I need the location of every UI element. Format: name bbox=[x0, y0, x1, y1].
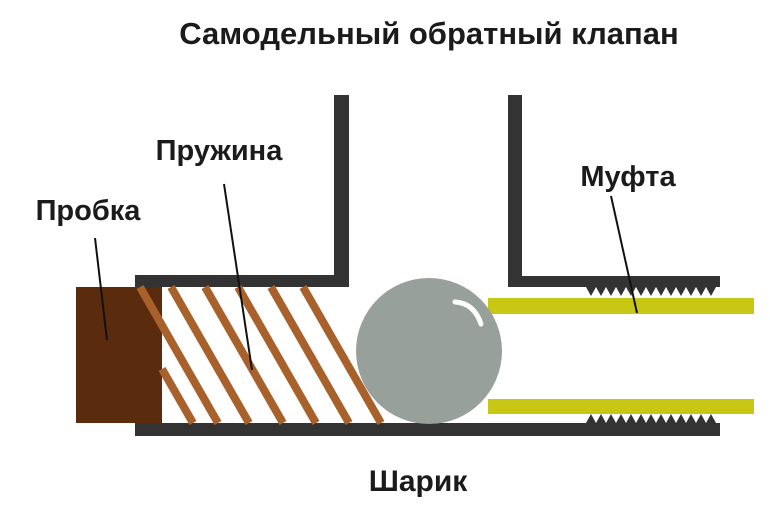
thread-tooth bbox=[706, 287, 716, 296]
thread-tooth bbox=[586, 414, 596, 423]
coupling-pipe-bottom bbox=[488, 399, 754, 414]
thread-tooth bbox=[676, 287, 686, 296]
spring-coil bbox=[136, 285, 222, 425]
coupling-label: Муфта bbox=[580, 161, 676, 193]
bottom-thread-teeth bbox=[586, 414, 716, 423]
thread-tooth bbox=[636, 414, 646, 423]
coupling-leader-line bbox=[610, 195, 638, 314]
thread-tooth bbox=[646, 287, 656, 296]
top-thread-teeth bbox=[586, 287, 716, 296]
thread-tooth bbox=[596, 287, 606, 296]
plug-leader-line bbox=[94, 237, 108, 341]
spring-label: Пружина bbox=[156, 135, 284, 167]
thread-tooth bbox=[696, 414, 706, 423]
thread-tooth bbox=[626, 287, 636, 296]
thread-tooth bbox=[686, 414, 696, 423]
thread-tooth bbox=[596, 414, 606, 423]
left-branch-wall bbox=[334, 95, 349, 287]
thread-tooth bbox=[606, 414, 616, 423]
thread-tooth bbox=[646, 414, 656, 423]
thread-tooth bbox=[616, 287, 626, 296]
thread-tooth bbox=[706, 414, 716, 423]
thread-tooth bbox=[696, 287, 706, 296]
thread-tooth bbox=[636, 287, 646, 296]
ball-highlight bbox=[452, 299, 484, 327]
thread-tooth bbox=[666, 414, 676, 423]
top-wall-right bbox=[508, 276, 720, 287]
spring-coil bbox=[234, 285, 320, 425]
plug bbox=[76, 287, 162, 423]
pipe-walls bbox=[135, 95, 720, 436]
spring-coil bbox=[299, 285, 385, 425]
thread-tooth bbox=[616, 414, 626, 423]
thread-tooth bbox=[656, 414, 666, 423]
spring-coil bbox=[167, 285, 253, 425]
right-branch-wall bbox=[508, 95, 522, 287]
thread-tooth bbox=[606, 287, 616, 296]
spring-coil bbox=[267, 285, 353, 425]
plug-label: Пробка bbox=[36, 195, 142, 227]
thread-tooth bbox=[626, 414, 636, 423]
leader-lines bbox=[94, 183, 638, 371]
thread-tooth bbox=[656, 287, 666, 296]
thread-tooth bbox=[586, 287, 596, 296]
diagram-title: Самодельный обратный клапан bbox=[179, 16, 678, 51]
thread-tooth bbox=[686, 287, 696, 296]
ball bbox=[356, 278, 502, 424]
top-wall-left bbox=[135, 275, 349, 287]
ball-label: Шарик bbox=[369, 465, 469, 498]
bottom-wall bbox=[135, 423, 720, 436]
spring-coil bbox=[158, 367, 197, 425]
spring bbox=[136, 285, 385, 425]
thread-tooth bbox=[676, 414, 686, 423]
thread-tooth bbox=[666, 287, 676, 296]
coupling-pipe-top bbox=[488, 298, 754, 314]
spring-leader-line bbox=[223, 183, 253, 371]
spring-coil bbox=[201, 285, 287, 425]
